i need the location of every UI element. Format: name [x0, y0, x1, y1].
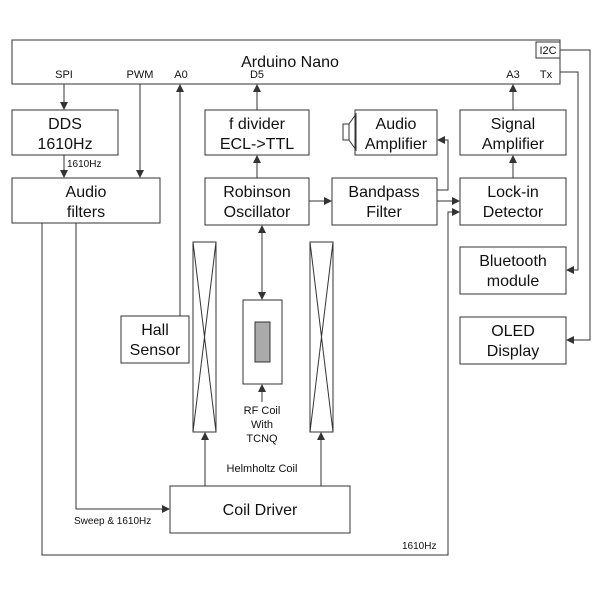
audio-amp-label-line2: Amplifier — [365, 136, 428, 153]
hall-label-line1: Hall — [141, 322, 169, 339]
lockin-label-line1: Lock-in — [487, 184, 539, 201]
robinson-label-line2: Oscillator — [224, 204, 291, 221]
signal-amp-label-line2: Amplifier — [482, 136, 545, 153]
f-divider-label-line2: ECL->TTL — [220, 136, 294, 153]
dds-label-line1: DDS — [48, 116, 82, 133]
signal-amplifier-block: Signal Amplifier — [459, 109, 567, 156]
arduino-nano-title: Arduino Nano — [241, 54, 339, 71]
signal-amp-label-line1: Signal — [491, 116, 535, 133]
helmholtz-coil-label: Helmholtz Coil — [227, 463, 298, 475]
coil-driver-label: Coil Driver — [223, 502, 298, 519]
helmholtz-coil-right — [309, 241, 334, 433]
speaker-icon — [342, 112, 357, 152]
bluetooth-label-line2: module — [487, 273, 540, 290]
rf-coil-block — [242, 299, 283, 385]
pin-i2c-label: I2C — [539, 45, 556, 57]
audio-amp-label-line1: Audio — [376, 116, 417, 133]
coil-driver-block: Coil Driver — [169, 485, 351, 534]
robinson-oscillator-block: Robinson Oscillator — [204, 177, 310, 226]
oled-label-line1: OLED — [491, 323, 535, 340]
hall-sensor-block: Hall Sensor — [120, 315, 190, 364]
rf-coil-label-line3: TCNQ — [246, 433, 278, 445]
pin-a3-label: A3 — [506, 69, 519, 81]
tcnq-sample — [254, 321, 271, 363]
lockin-label-line2: Detector — [483, 204, 544, 221]
dds-output-frequency-label: 1610Hz — [67, 159, 101, 170]
pin-tx-label: Tx — [540, 69, 553, 81]
audio-filters-label-line2: filters — [67, 204, 105, 221]
reference-frequency-label: 1610Hz — [402, 541, 436, 552]
bluetooth-module-block: Bluetooth module — [459, 246, 567, 295]
arduino-nano-block: Arduino Nano SPI PWM A0 D5 A3 Tx — [11, 39, 561, 85]
bluetooth-label-line1: Bluetooth — [479, 253, 547, 270]
oled-display-block: OLED Display — [459, 316, 567, 365]
pin-a0-label: A0 — [174, 69, 187, 81]
bandpass-label-line2: Filter — [366, 204, 402, 221]
audio-filters-block: Audio filters — [11, 177, 161, 224]
bandpass-label-line1: Bandpass — [348, 184, 419, 201]
pin-pwm-label: PWM — [127, 69, 154, 81]
helmholtz-coil-left — [192, 241, 217, 433]
oled-label-line2: Display — [487, 343, 539, 360]
rf-coil-label-line1: RF Coil — [244, 405, 281, 417]
audio-amplifier-block: Audio Amplifier — [354, 109, 438, 156]
connection-lines — [41, 49, 591, 556]
dds-block: DDS 1610Hz — [11, 109, 119, 156]
robinson-label-line1: Robinson — [223, 184, 291, 201]
dds-label-line2: 1610Hz — [37, 136, 92, 153]
f-divider-label-line1: f divider — [229, 116, 286, 133]
audio-filters-label-line1: Audio — [66, 184, 107, 201]
rf-coil-label-line2: With — [251, 419, 273, 431]
i2c-connector: I2C — [535, 41, 561, 59]
bandpass-filter-block: Bandpass Filter — [331, 177, 438, 226]
sweep-signal-label: Sweep & 1610Hz — [74, 516, 151, 527]
hall-label-line2: Sensor — [130, 342, 181, 359]
f-divider-block: f divider ECL->TTL — [204, 109, 310, 156]
pin-d5-label: D5 — [250, 69, 264, 81]
pin-spi-label: SPI — [55, 69, 73, 81]
lock-in-detector-block: Lock-in Detector — [459, 177, 567, 226]
